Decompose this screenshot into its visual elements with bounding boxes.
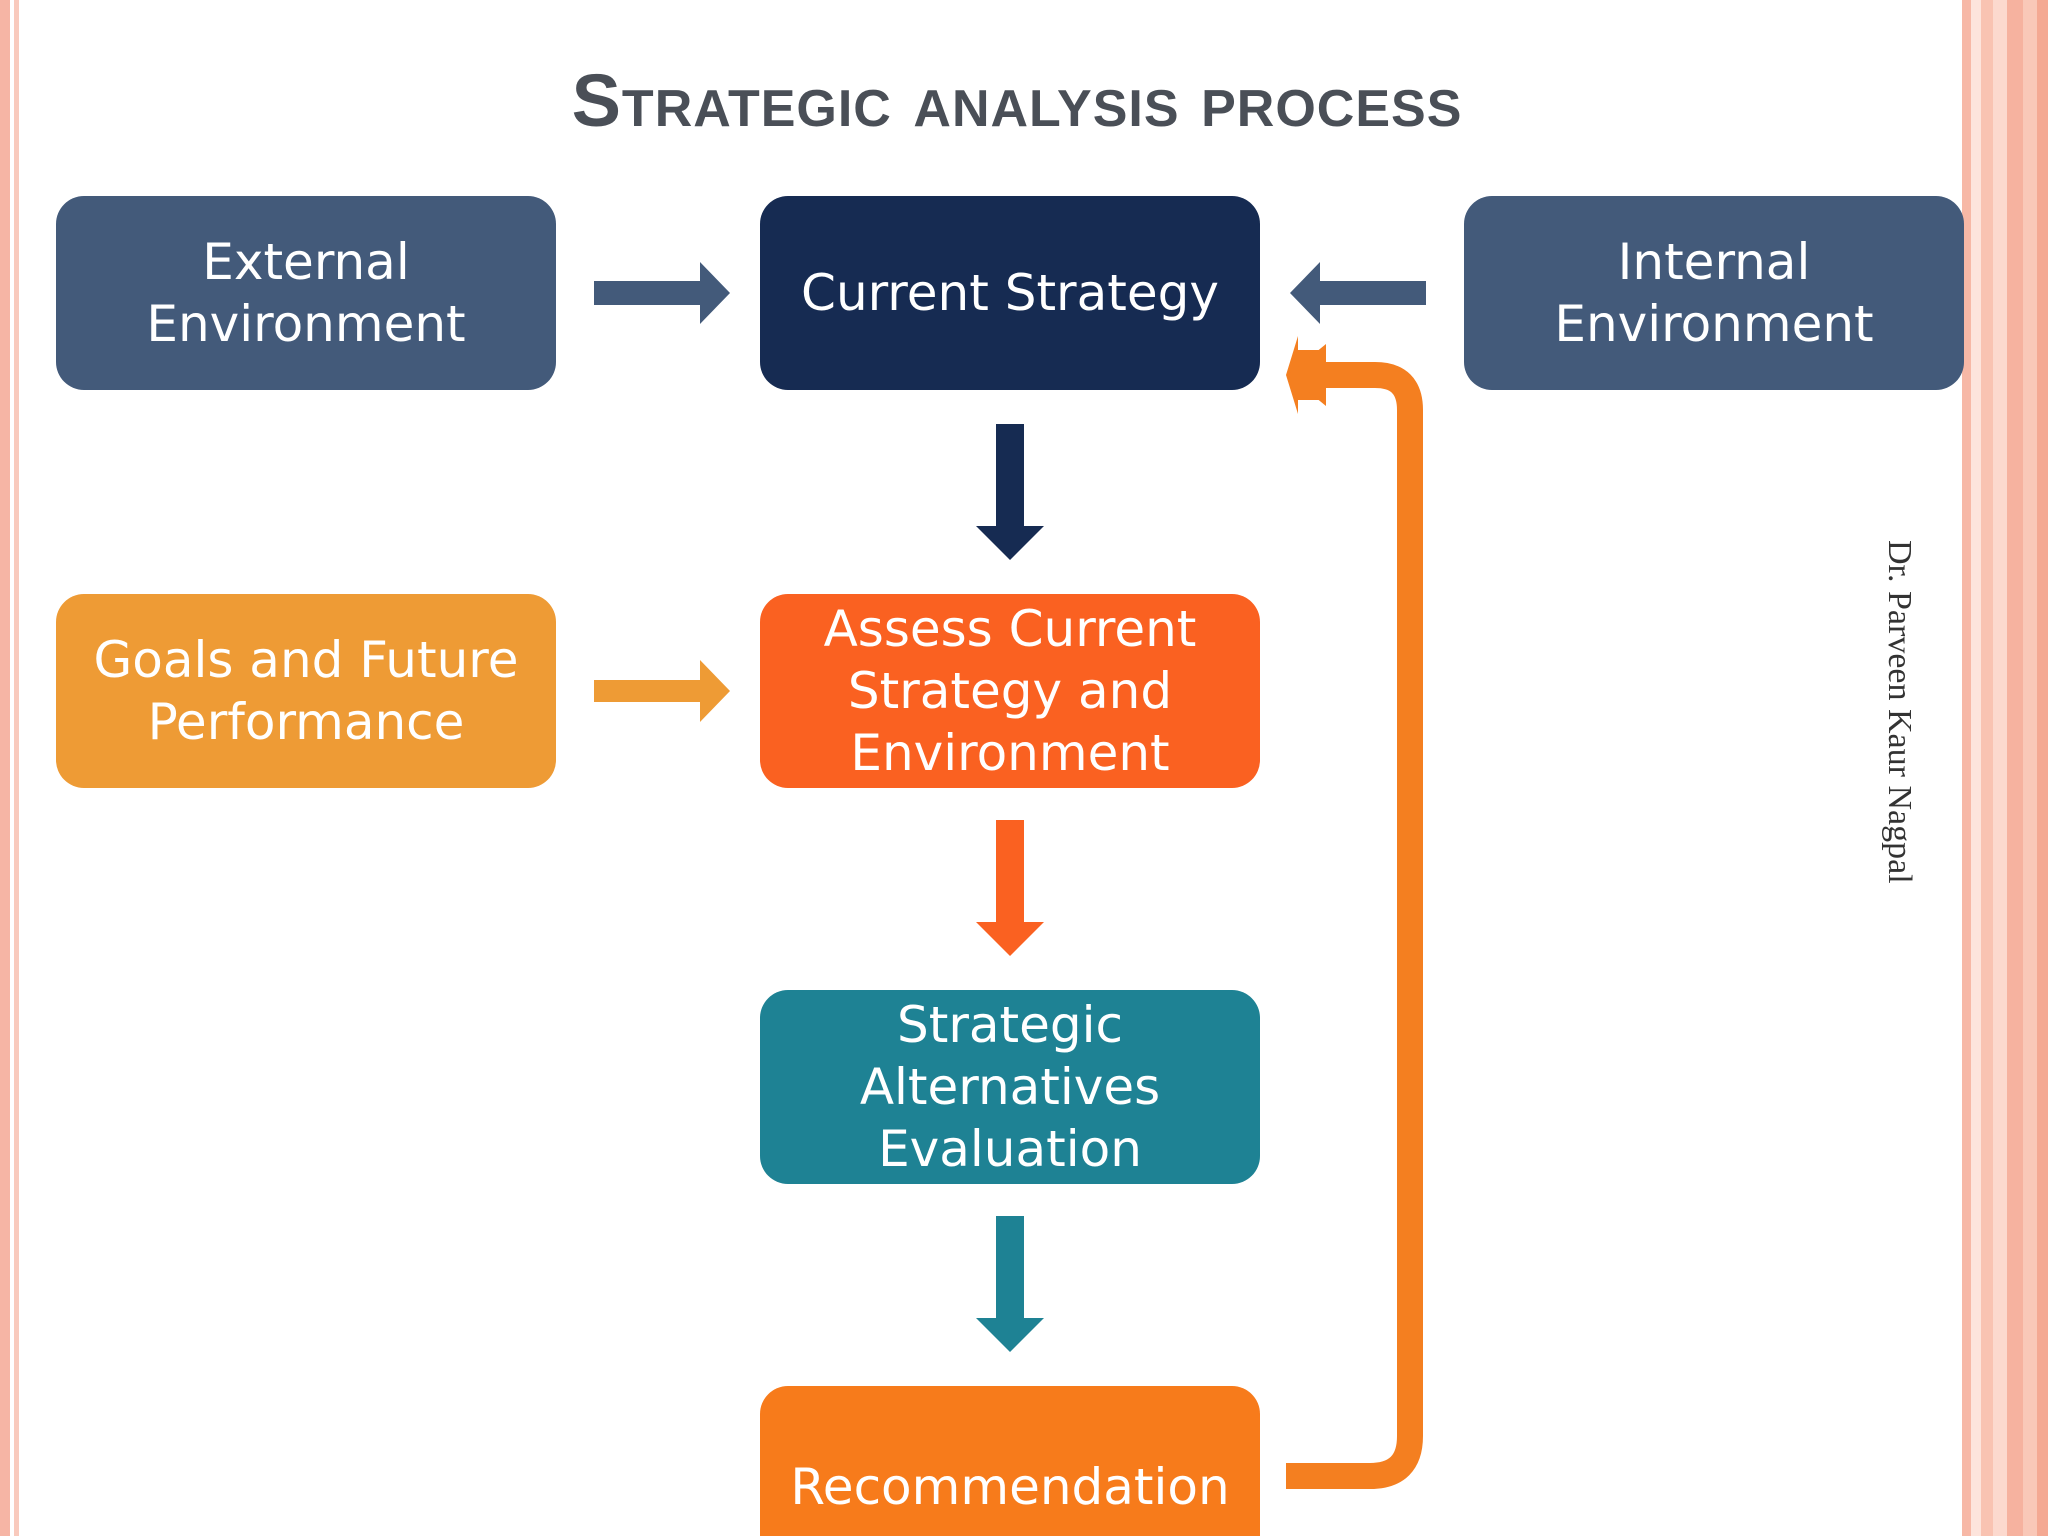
box-line: Alternatives — [859, 1058, 1161, 1116]
box-line: Performance — [147, 693, 465, 751]
arrow-right-goals — [594, 660, 730, 722]
arrow-down-alternatives — [976, 1216, 1044, 1352]
box-line: Recommendation — [790, 1458, 1230, 1516]
author-credit: Dr. Parveen Kaur Nagpal — [1881, 540, 1918, 884]
box-line: Environment — [850, 724, 1170, 782]
feedback-loop-arrow — [1286, 362, 1423, 1489]
left-border-stripe-thin — [14, 0, 19, 1536]
box-line: Strategy and — [847, 662, 1173, 720]
box-line: External — [202, 233, 410, 291]
slide-title: Strategic analysis process — [571, 59, 1463, 142]
box-line: Internal — [1617, 233, 1811, 291]
arrow-down-assess — [976, 820, 1044, 956]
box-line: Evaluation — [878, 1120, 1142, 1178]
right-border-stripes — [1955, 0, 2048, 1536]
box-line: Goals and Future — [93, 631, 519, 689]
current-strategy-box: Current Strategy — [760, 196, 1260, 390]
box-line: Assess Current — [823, 600, 1197, 658]
arrow-left-internal — [1290, 262, 1426, 324]
box-line: Strategic — [896, 996, 1124, 1054]
left-border-stripe — [0, 0, 10, 1536]
feedback-arrowhead-tip — [1288, 344, 1326, 406]
arrow-right-external — [594, 262, 730, 324]
box-line: Environment — [146, 295, 466, 353]
recommendation-box: Recommendation — [760, 1386, 1260, 1536]
box-line: Environment — [1554, 295, 1874, 353]
arrow-down-current — [976, 424, 1044, 560]
box-line: Current Strategy — [801, 264, 1219, 322]
